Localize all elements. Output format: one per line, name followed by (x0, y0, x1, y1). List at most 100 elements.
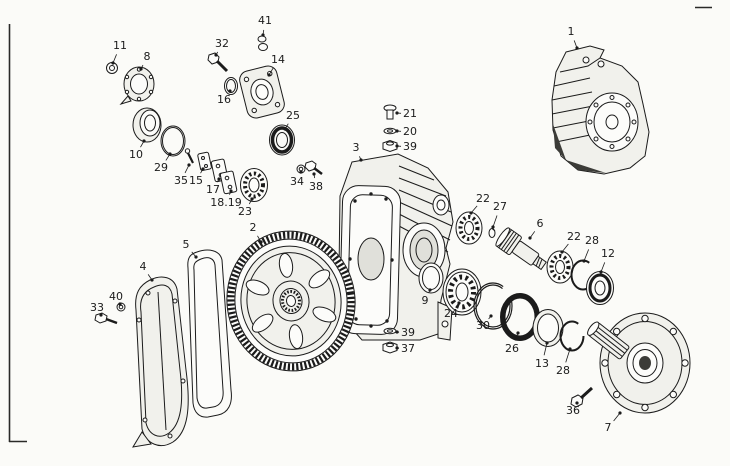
part-8-bearing-cover (119, 66, 155, 105)
leader-dot-24 (457, 301, 461, 305)
leader-dot-20 (395, 129, 399, 133)
part-label-2: 2 (250, 221, 257, 234)
leader-dot-23 (250, 197, 254, 201)
part-6-pinion-shaft (495, 227, 547, 271)
part-9-spacer-ring (418, 262, 444, 294)
leader-dot-10 (142, 139, 146, 143)
leader-dot-22 (560, 250, 564, 254)
leader-dot-30 (489, 314, 493, 318)
leader-dot-34 (299, 170, 303, 174)
leader-dot-5 (194, 255, 198, 259)
leader-dot-4 (150, 278, 154, 282)
leader-dot-26 (516, 331, 520, 335)
part-27-pin (488, 228, 496, 238)
part-37-nut (382, 341, 398, 354)
part-label-37: 37 (401, 342, 415, 355)
part-22-bearing-b (546, 250, 574, 284)
part-39-nut-top (382, 139, 398, 153)
leader-dot-35 (187, 163, 191, 167)
part-label-17: 17 (206, 183, 220, 196)
part-39-washer-bottom (383, 327, 397, 335)
leader-line-12 (600, 262, 606, 273)
part-41-nut-washer (257, 35, 268, 51)
part-label-14: 14 (271, 53, 285, 66)
leader-dot-22 (469, 211, 473, 215)
leader-dot-25 (283, 127, 287, 131)
leader-dot-29 (168, 152, 172, 156)
part-label-18.19: 18.19 (210, 196, 242, 209)
leader-dot-1 (575, 46, 579, 50)
part-14-bearing-flange (239, 65, 285, 119)
leader-line-27 (492, 215, 498, 228)
part-7-output-flange (587, 312, 691, 414)
part-label-26: 26 (505, 342, 519, 355)
leader-dot-7 (618, 411, 622, 415)
leader-dot-33 (99, 313, 103, 317)
leader-dot-28 (582, 259, 586, 263)
part-label-22: 22 (476, 192, 490, 205)
leader-line-22 (561, 243, 569, 253)
leader-dot-14 (267, 73, 271, 77)
part-2-ring-gear (226, 230, 356, 372)
part-label-16: 16 (217, 93, 231, 106)
leader-line-28 (565, 348, 571, 363)
part-label-29: 29 (154, 161, 168, 174)
part-5-gasket (187, 249, 232, 418)
part-label-35: 35 (174, 174, 188, 187)
part-label-20: 20 (403, 125, 417, 138)
part-label-41: 41 (258, 14, 272, 27)
part-label-10: 10 (129, 148, 143, 161)
part-30-circlip-large (473, 282, 513, 330)
leader-dot-18.19 (229, 189, 233, 193)
part-label-3: 3 (353, 141, 360, 154)
part-16-oring (224, 77, 238, 95)
leader-dot-27 (491, 225, 495, 229)
part-label-39: 39 (403, 140, 417, 153)
part-21-breather (383, 104, 397, 120)
leader-dot-38 (312, 172, 316, 176)
leader-dot-21 (395, 111, 399, 115)
part-label-11: 11 (113, 39, 127, 52)
leader-dot-13 (545, 341, 549, 345)
part-label-7: 7 (605, 421, 612, 434)
part-label-36: 36 (566, 404, 580, 417)
leader-dot-6 (528, 236, 532, 240)
part-label-40: 40 (109, 290, 123, 303)
part-label-21: 21 (403, 107, 417, 120)
part-label-9: 9 (422, 294, 429, 307)
part-label-24: 24 (444, 307, 458, 320)
leader-dot-17 (217, 177, 221, 181)
part-label-34: 34 (290, 175, 304, 188)
leader-dot-15 (201, 167, 205, 171)
part-35-screw (184, 148, 194, 164)
part-label-28: 28 (556, 364, 570, 377)
part-17-18-19-plates (210, 158, 238, 195)
part-4-side-cover (132, 276, 189, 448)
leader-dot-40 (118, 302, 122, 306)
leader-dot-9 (428, 288, 432, 292)
part-22-bearing-a (455, 211, 483, 245)
part-label-30: 30 (476, 319, 490, 332)
part-label-32: 32 (215, 37, 229, 50)
part-label-4: 4 (140, 260, 147, 273)
part-label-6: 6 (537, 217, 544, 230)
part-label-22: 22 (567, 230, 581, 243)
leader-dot-12 (599, 270, 603, 274)
part-10-bearing-cup (132, 107, 162, 143)
leader-dot-2 (259, 240, 263, 244)
part-32-bolt (207, 52, 229, 73)
part-label-5: 5 (183, 238, 190, 251)
part-label-1: 1 (568, 25, 575, 38)
part-3-housing (338, 153, 454, 341)
part-label-12: 12 (601, 247, 615, 260)
part-20-washer (383, 127, 397, 135)
leader-dot-8 (139, 67, 143, 71)
leader-dot-28 (568, 347, 572, 351)
part-25-seal-ring (269, 124, 295, 156)
part-label-8: 8 (144, 50, 151, 63)
part-label-15: 15 (189, 174, 203, 187)
part-label-33: 33 (90, 301, 104, 314)
part-label-39: 39 (401, 326, 415, 339)
part-label-25: 25 (286, 109, 300, 122)
